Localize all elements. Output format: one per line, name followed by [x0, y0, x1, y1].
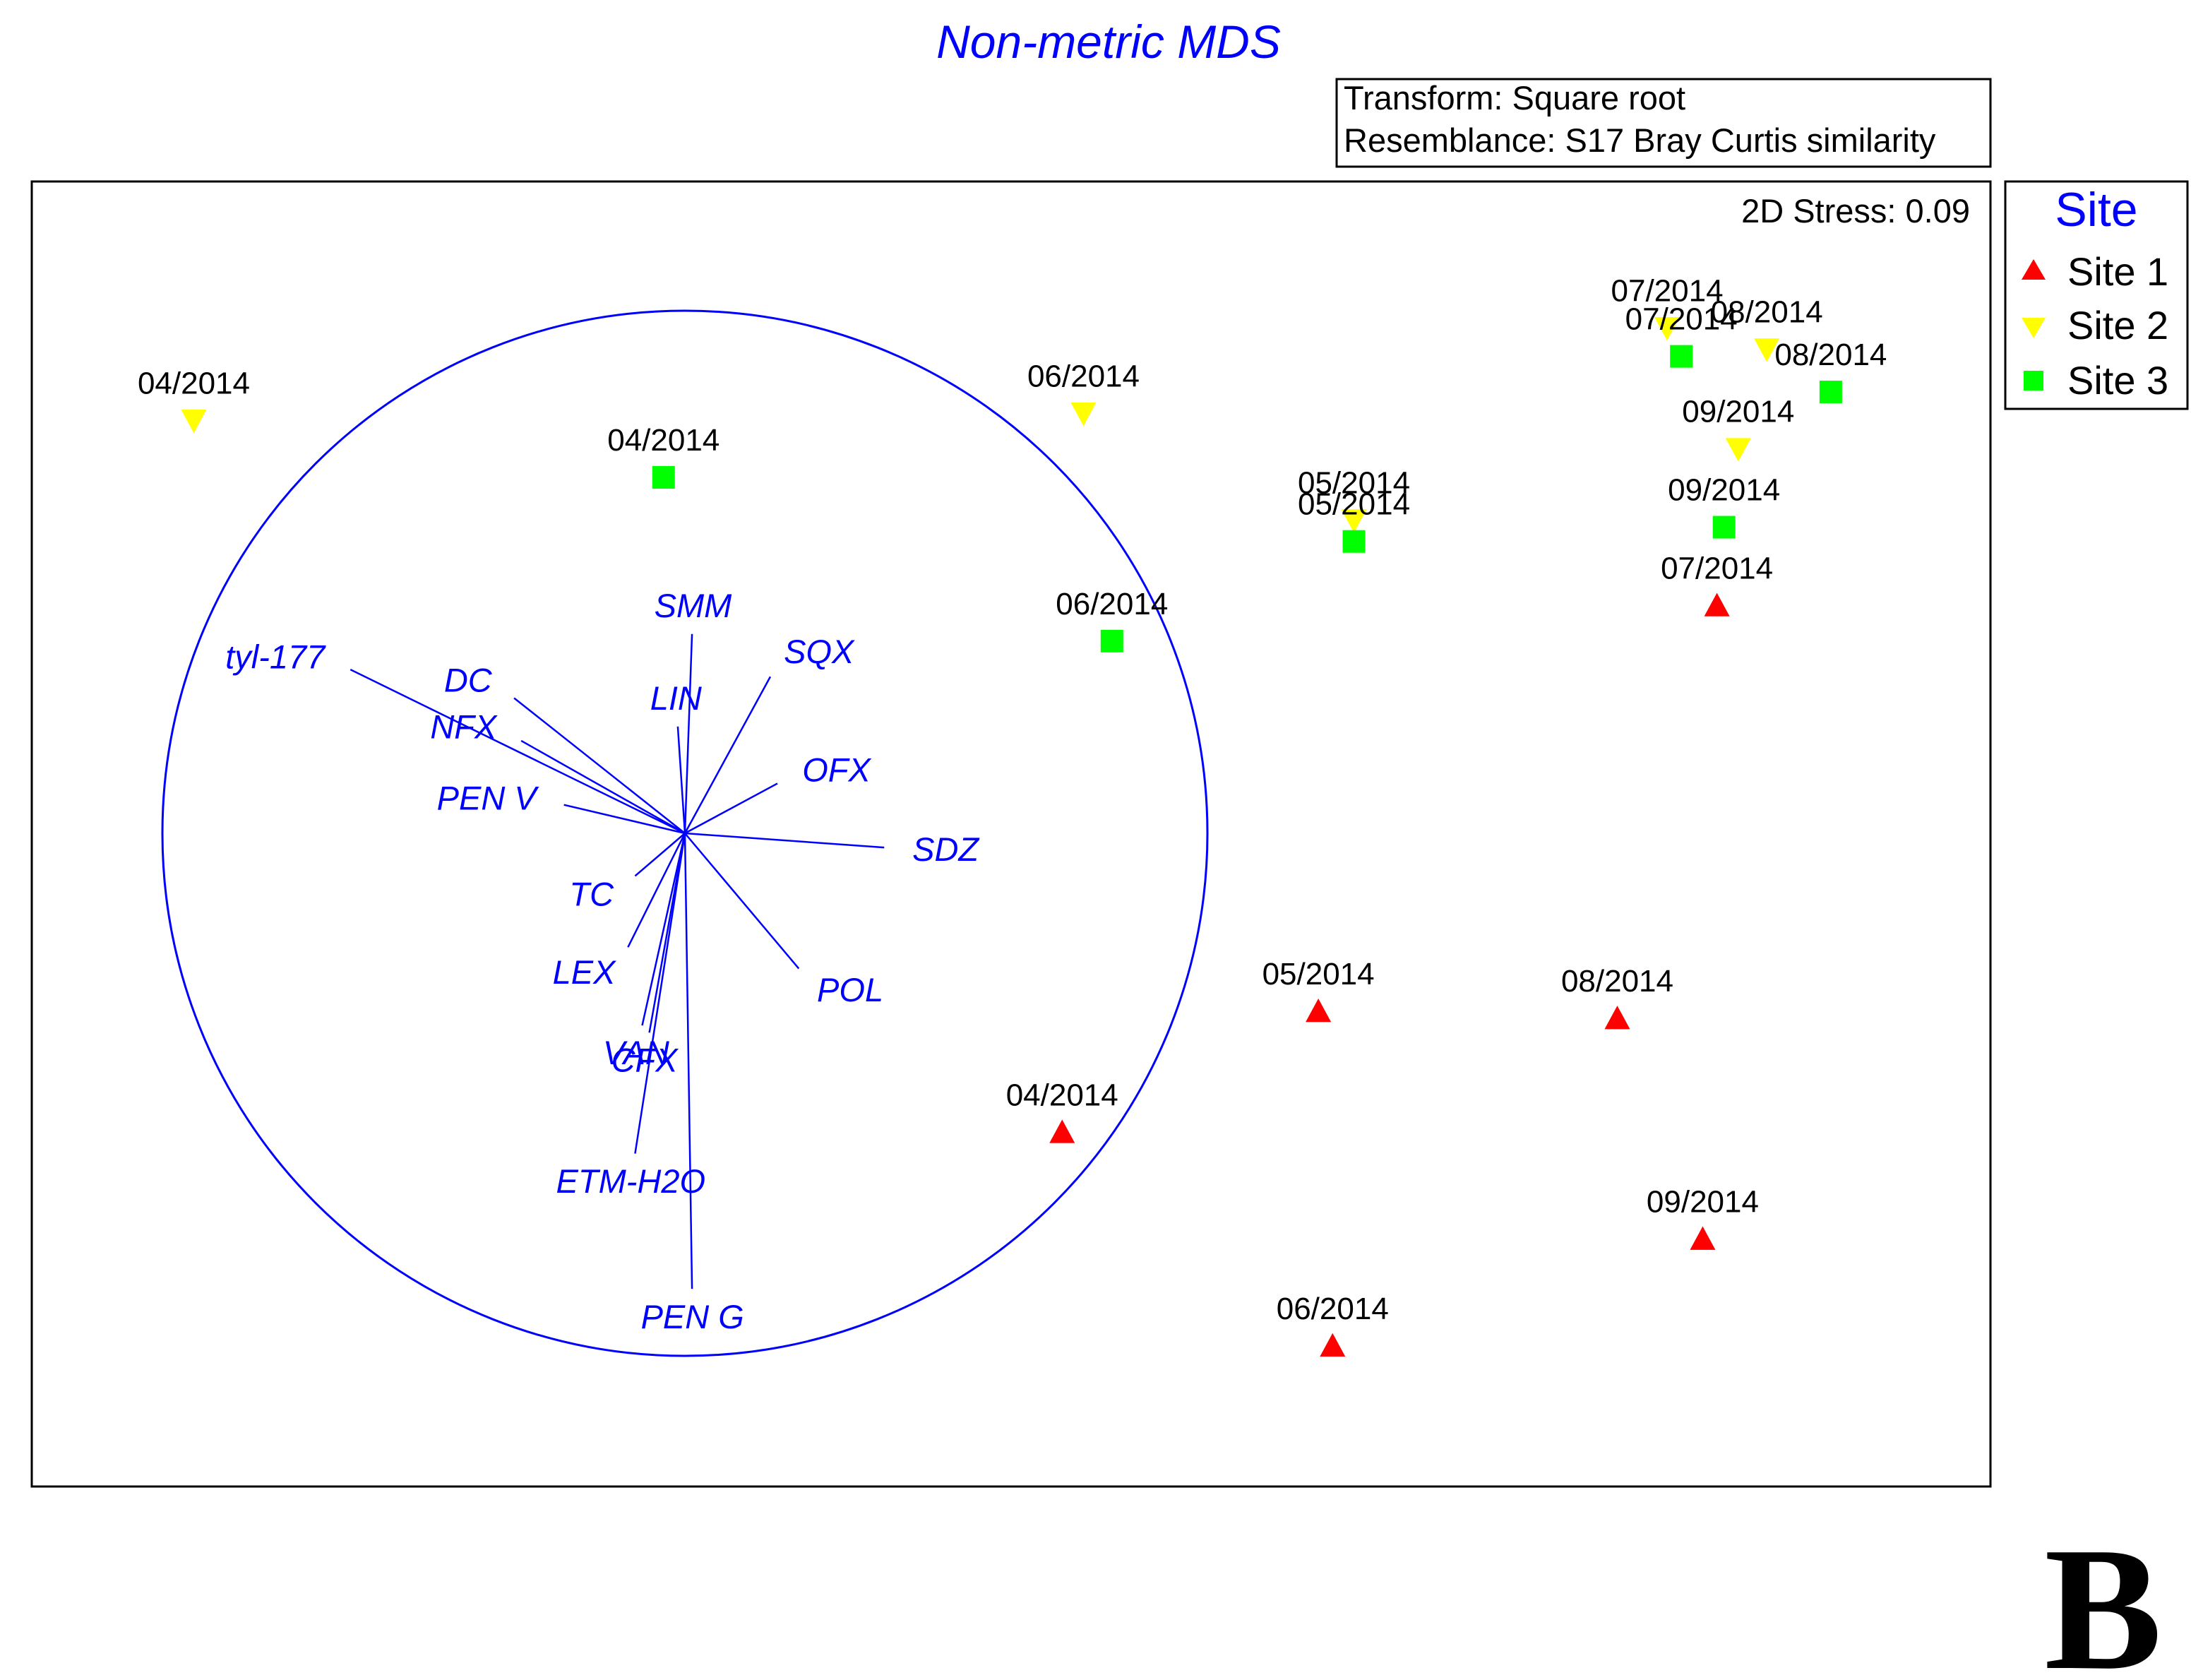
point-label-site-1-07-2014: 07/2014	[1661, 551, 1773, 585]
legend-label-site-1: Site 1	[2067, 249, 2168, 294]
vector-label-dc: DC	[444, 662, 493, 699]
vector-line-sdz	[684, 832, 885, 849]
vector-line-van	[641, 833, 686, 1026]
vector-line-sqx	[683, 676, 772, 834]
point-label-site-2-05-2014: 05/2014	[1298, 465, 1410, 500]
chart-title: Non-metric MDS	[936, 16, 1281, 68]
point-label-site-3-08-2014: 08/2014	[1774, 338, 1887, 372]
point-label-site-1-09-2014: 09/2014	[1647, 1185, 1759, 1220]
vector-label-smm: SMM	[655, 587, 733, 624]
vector-label-sdz: SDZ	[912, 830, 980, 868]
point-site-2-07-2014	[1654, 317, 1680, 341]
info-transform: Transform: Square root	[1344, 79, 1685, 117]
point-site-3-07-2014	[1670, 345, 1693, 368]
point-label-site-2-07-2014: 07/2014	[1611, 273, 1724, 308]
vector-label-cfx: CFX	[611, 1042, 679, 1079]
point-site-1-09-2014	[1690, 1226, 1716, 1250]
vector-line-pen-v	[563, 804, 686, 835]
vector-line-pen-g	[683, 833, 693, 1289]
point-label-site-3-05-2014: 05/2014	[1298, 487, 1410, 522]
legend-marker-triangle-up	[2022, 259, 2046, 280]
point-label-site-3-04-2014: 04/2014	[607, 423, 720, 458]
legend-entry-site-3: Site 3	[2024, 358, 2168, 403]
vector-label-lex: LEX	[553, 953, 616, 991]
vector-label-nfx: NFX	[430, 708, 498, 745]
info-resemblance: Resemblance: S17 Bray Curtis similarity	[1344, 121, 1936, 159]
point-site-3-04-2014	[652, 466, 675, 489]
point-site-1-08-2014	[1604, 1006, 1630, 1030]
legend-label-site-3: Site 3	[2067, 358, 2168, 403]
point-label-site-2-09-2014: 09/2014	[1682, 395, 1794, 429]
panel-letter: B	[2044, 1511, 2162, 1680]
point-site-3-09-2014	[1712, 516, 1736, 539]
vector-line-tyl-177	[350, 669, 686, 835]
point-site-2-08-2014	[1754, 338, 1780, 362]
legend-title: Site	[2055, 183, 2137, 237]
plot-frame	[30, 180, 1992, 1488]
point-site-1-06-2014	[1320, 1333, 1346, 1357]
point-site-3-06-2014	[1100, 629, 1123, 653]
vector-label-pen-g: PEN G	[641, 1298, 744, 1335]
legend-label-site-2: Site 2	[2067, 303, 2168, 347]
point-label-site-2-08-2014: 08/2014	[1711, 295, 1823, 330]
legend-entry-site-2: Site 2	[2022, 303, 2168, 347]
vector-line-nfx	[520, 739, 686, 835]
legend: Site Site 1 Site 2 Site 3	[2004, 180, 2189, 410]
vector-line-lin	[676, 726, 686, 834]
vector-label-tyl-177: tyl-177	[225, 638, 326, 676]
point-label-site-3-06-2014: 06/2014	[1056, 587, 1168, 621]
point-site-1-05-2014	[1306, 999, 1332, 1023]
vector-label-etm-h2o: ETM-H2O	[556, 1162, 706, 1200]
point-label-site-1-05-2014: 05/2014	[1262, 957, 1375, 991]
vector-line-smm	[683, 633, 693, 834]
sample-points: 04/201405/201406/201407/201408/201409/20…	[138, 273, 1887, 1357]
vector-label-tc: TC	[569, 876, 614, 913]
vector-line-ofx	[684, 782, 778, 835]
vector-label-van: VAN	[603, 1034, 669, 1071]
vector-line-pol	[684, 833, 800, 970]
point-site-1-04-2014	[1049, 1119, 1075, 1143]
point-label-site-3-09-2014: 09/2014	[1668, 473, 1780, 508]
vector-line-lex	[627, 833, 686, 948]
point-site-2-09-2014	[1725, 438, 1751, 462]
stress-label: 2D Stress: 0.09	[1741, 192, 1970, 230]
vector-circle	[161, 309, 1209, 1357]
point-label-site-2-06-2014: 06/2014	[1027, 359, 1140, 393]
vector-label-pol: POL	[817, 971, 883, 1008]
vector-label-lin: LIN	[650, 679, 702, 717]
point-site-2-04-2014	[181, 410, 207, 434]
point-site-2-05-2014	[1341, 509, 1367, 533]
vector-line-dc	[513, 697, 686, 834]
point-site-3-05-2014	[1342, 530, 1366, 553]
point-site-2-06-2014	[1070, 402, 1097, 427]
legend-entry-site-1: Site 1	[2022, 249, 2168, 294]
vector-line-etm-h2o	[634, 833, 686, 1154]
vector-label-sqx: SQX	[784, 633, 855, 670]
point-site-3-08-2014	[1819, 381, 1842, 404]
point-label-site-1-08-2014: 08/2014	[1561, 964, 1673, 999]
legend-marker-triangle-down	[2022, 318, 2046, 338]
point-label-site-1-04-2014: 04/2014	[1006, 1078, 1118, 1112]
point-site-1-07-2014	[1704, 592, 1730, 616]
vector-label-pen-v: PEN V	[437, 780, 539, 817]
vector-line-tc	[634, 833, 686, 877]
point-label-site-3-07-2014: 07/2014	[1625, 302, 1738, 337]
info-box: Transform: Square root Resemblance: S17 …	[1335, 78, 1992, 168]
legend-marker-square	[2024, 371, 2043, 391]
vector-label-ofx: OFX	[802, 751, 871, 788]
point-label-site-2-04-2014: 04/2014	[138, 366, 250, 400]
point-label-site-1-06-2014: 06/2014	[1277, 1292, 1389, 1326]
